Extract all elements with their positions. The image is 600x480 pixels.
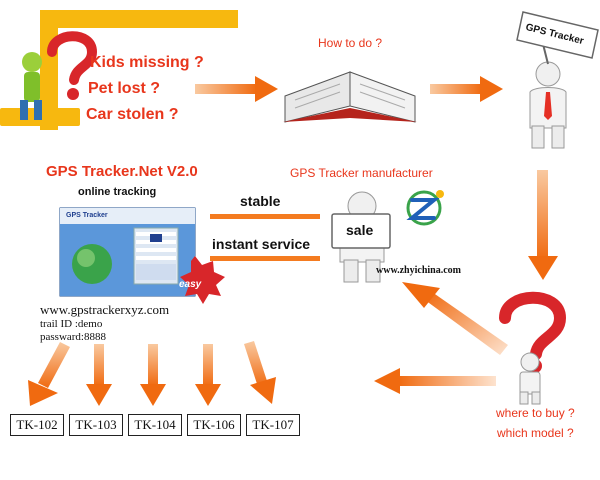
sale-sign-label: sale <box>346 222 374 238</box>
model-arrows <box>28 341 276 406</box>
manufacturer-heading: GPS Tracker manufacturer <box>290 166 433 180</box>
software-screenshot <box>59 207 196 297</box>
arrow-down-right <box>528 170 558 280</box>
trail-id: trail ID :demo <box>40 318 103 330</box>
how-to-do-label: How to do ? <box>318 36 383 50</box>
arrow-to-tracker <box>430 76 503 102</box>
site-url: www.gpstrackerxyz.com <box>40 302 170 317</box>
company-website: www.zhyichina.com <box>376 265 461 276</box>
arrow-bottom-left <box>374 368 496 394</box>
model-tk-104: TK-104 <box>128 414 182 436</box>
software-title: GPS Tracker.Net V2.0 <box>46 163 198 180</box>
stable-band <box>210 214 320 219</box>
model-tk-102: TK-102 <box>10 414 64 436</box>
model-tk-107: TK-107 <box>246 414 300 436</box>
where-to-buy: where to buy ? <box>496 406 575 420</box>
question-figure-bottom <box>499 291 567 405</box>
sale-man-figure <box>331 191 391 283</box>
question-kids: Kids missing ? <box>90 54 204 71</box>
stable-label: stable <box>240 193 281 209</box>
easy-badge: easy <box>179 279 202 290</box>
model-tk-103: TK-103 <box>69 414 123 436</box>
gps-tracker-sign <box>516 11 599 59</box>
arrow-to-sale <box>402 282 508 355</box>
which-model: which model ? <box>497 426 574 440</box>
password: passward:8888 <box>40 331 106 343</box>
easy-badge-shape <box>180 256 225 304</box>
instant-service-label: instant service <box>212 236 311 252</box>
window-title: GPS Tracker <box>66 212 108 219</box>
book-icon <box>283 71 417 123</box>
question-pet: Pet lost ? <box>88 80 161 97</box>
company-logo <box>406 190 444 226</box>
arrow-to-howto <box>195 76 278 102</box>
instant-band <box>210 256 320 261</box>
question-car: Car stolen ? <box>86 106 179 123</box>
software-subtitle: online tracking <box>78 186 157 198</box>
question-mark-figure <box>20 31 98 120</box>
model-tk-106: TK-106 <box>187 414 241 436</box>
